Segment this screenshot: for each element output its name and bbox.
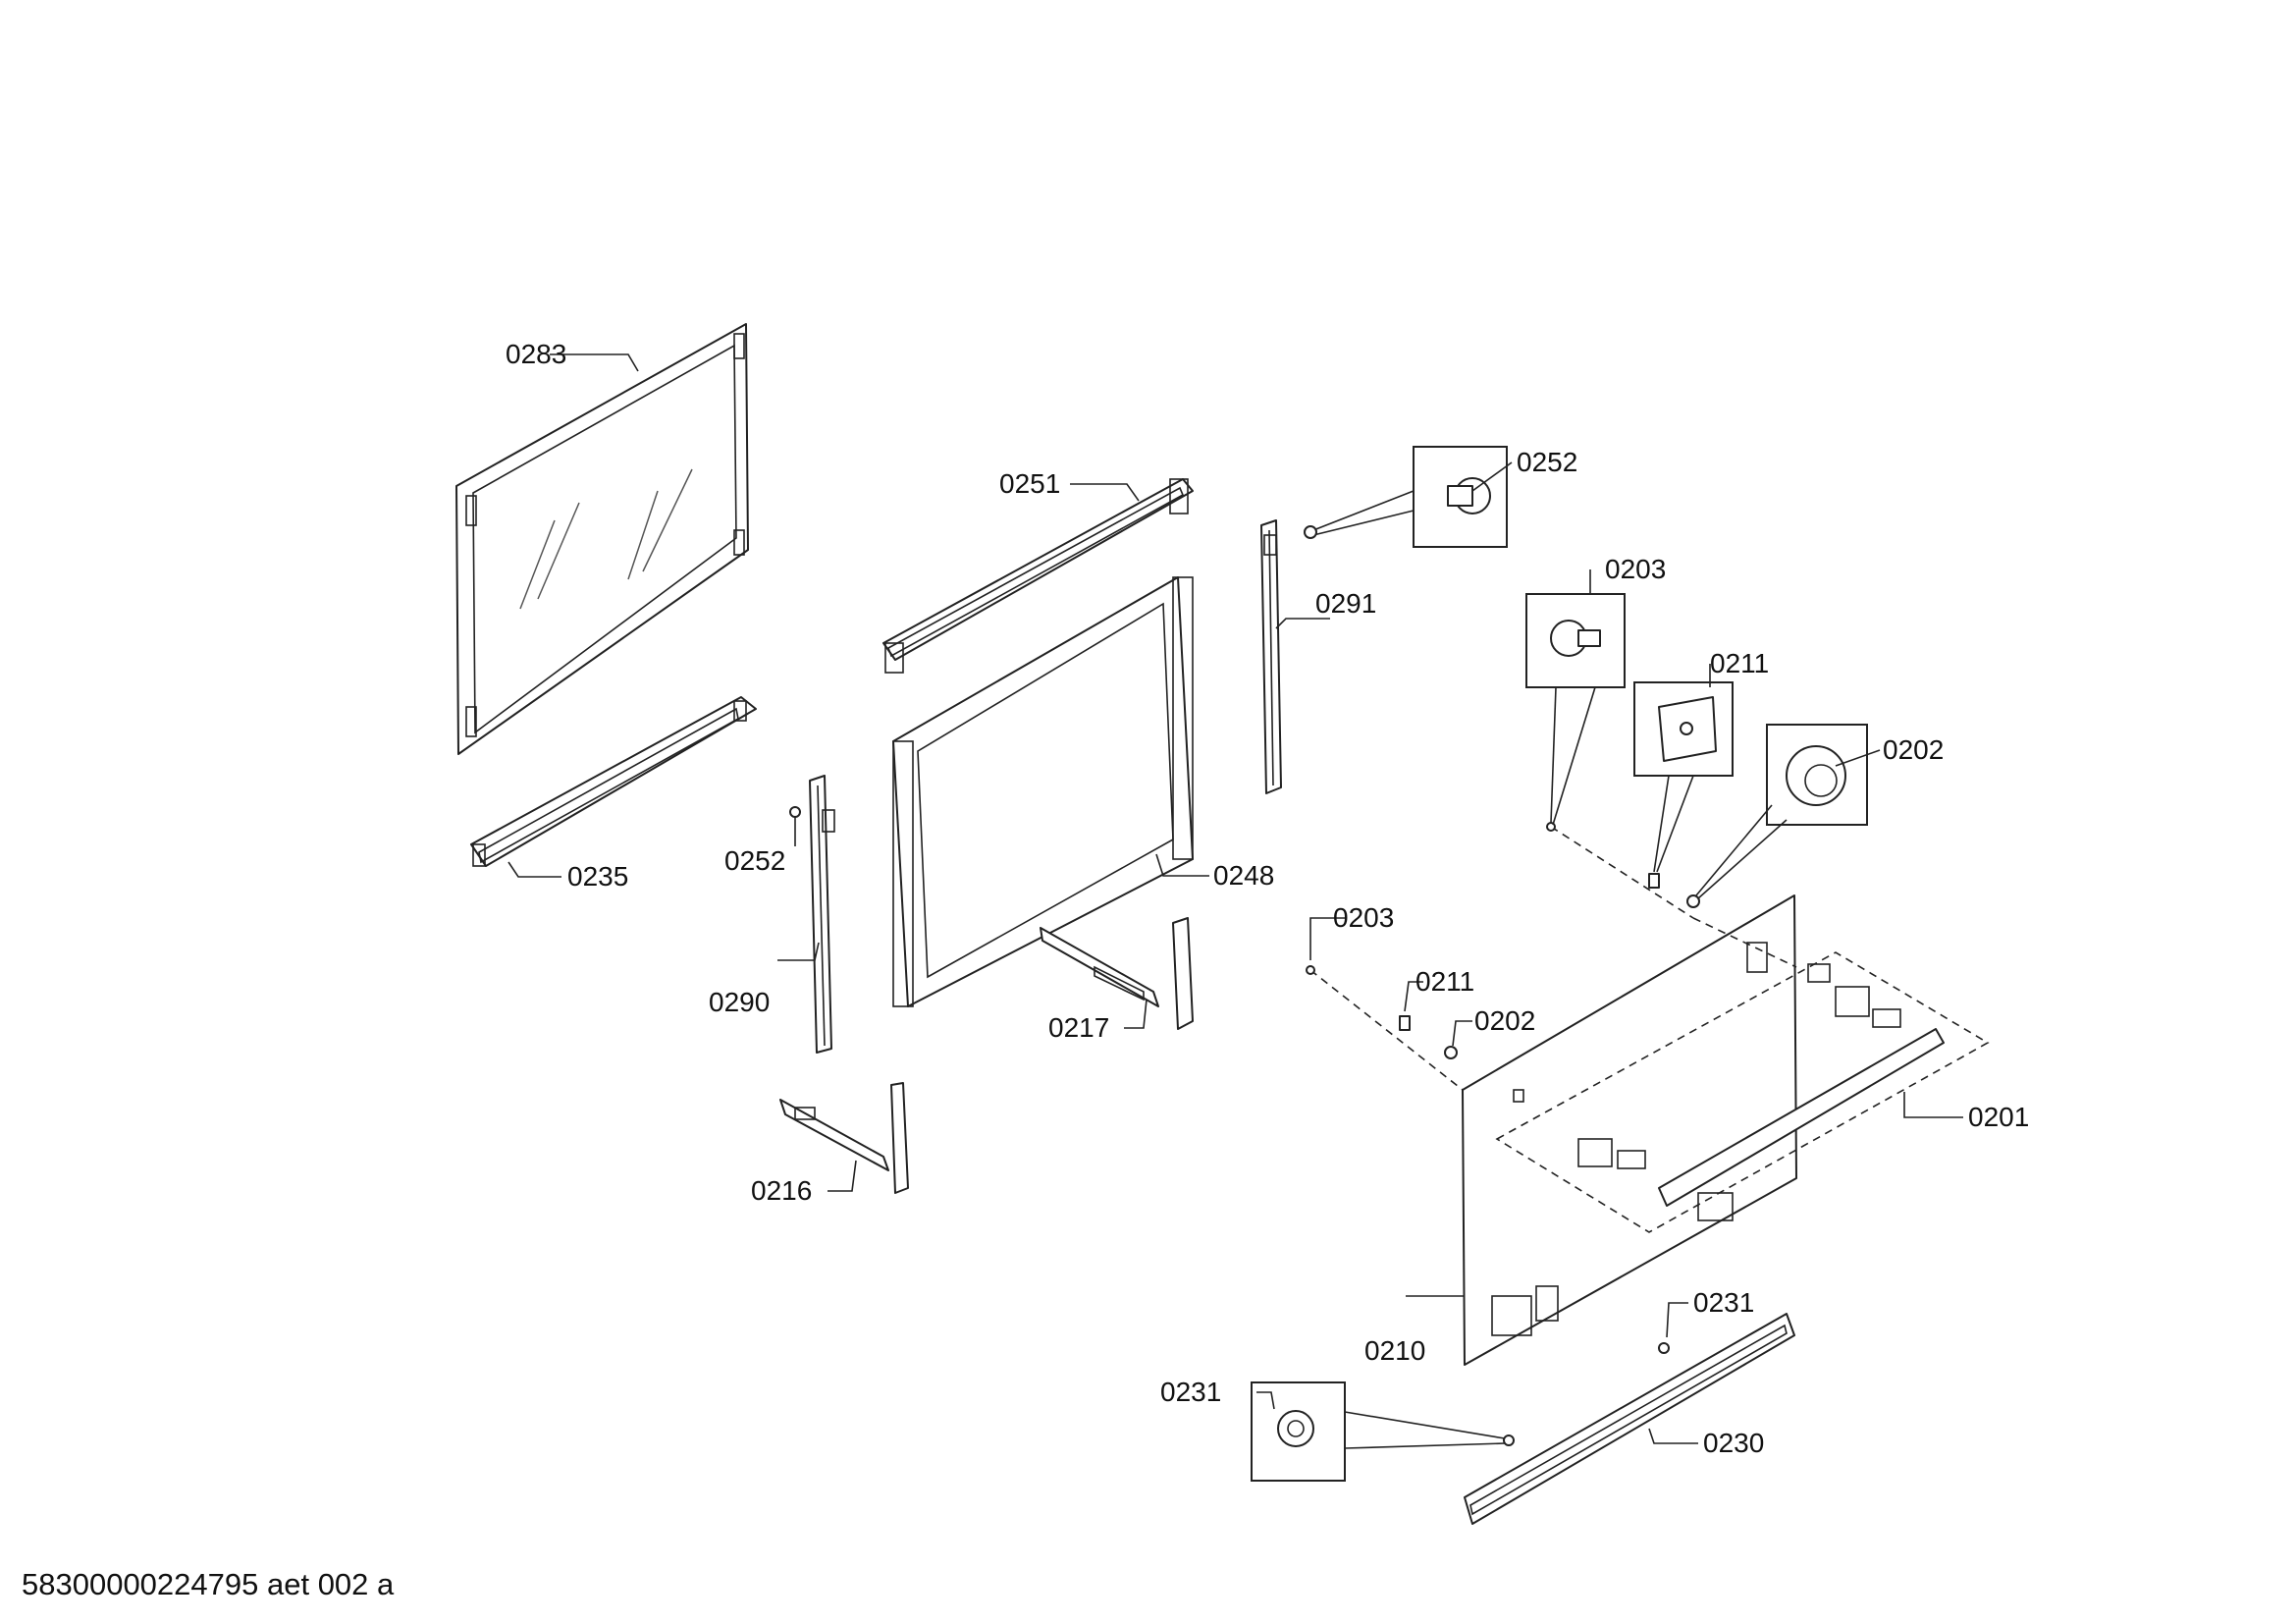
callout-0216: 0216 [751, 1175, 812, 1206]
callout-leaders [507, 353, 1963, 1444]
callout-0231-right: 0231 [1693, 1287, 1754, 1318]
callout-0210: 0210 [1364, 1335, 1425, 1366]
part-0248-inner-frame [892, 576, 1194, 1007]
callout-0283: 0283 [506, 339, 566, 369]
callout-labels: 0283 0251 0252 0203 0291 0211 0202 0235 … [506, 339, 2029, 1458]
callout-0291: 0291 [1315, 588, 1376, 619]
part-0252-screw-mid [789, 806, 801, 818]
callout-0231-left: 0231 [1160, 1377, 1221, 1407]
callout-0201: 0201 [1968, 1102, 2029, 1132]
part-0201-control-assembly [1495, 951, 1990, 1233]
callout-0203-top: 0203 [1605, 554, 1666, 584]
document-id-footer: 58300000224795 aet 002 a [22, 1567, 395, 1601]
part-0231-screw-right [1658, 1342, 1670, 1354]
callout-0211-top: 0211 [1710, 648, 1769, 678]
part-0217-hinge-bracket [1040, 917, 1194, 1030]
callout-0202-top: 0202 [1883, 734, 1944, 765]
part-0210-rear-panel [1462, 894, 1797, 1366]
callout-0203-mid: 0203 [1333, 902, 1394, 933]
callout-0217: 0217 [1048, 1012, 1109, 1043]
part-0283-glass-panel [455, 323, 749, 755]
inset-0252-screw-detail [1304, 446, 1508, 548]
part-0230-front-trim [1464, 1313, 1795, 1525]
callout-0252-top: 0252 [1517, 447, 1577, 477]
callout-0248: 0248 [1213, 860, 1274, 891]
part-0251-top-profile [882, 478, 1194, 674]
inset-0203-screw-detail [1525, 593, 1626, 826]
callout-0251: 0251 [999, 468, 1060, 499]
part-0290-side-profile [809, 775, 835, 1054]
inset-0231-screw-detail [1251, 1381, 1506, 1482]
callout-0252-mid: 0252 [724, 845, 785, 876]
part-0235-bottom-profile [470, 696, 757, 867]
callout-0211-mid: 0211 [1415, 966, 1474, 997]
callout-0202-mid: 0202 [1474, 1005, 1535, 1036]
inset-0211-clip-detail [1633, 681, 1734, 873]
hardware-sequence-lower [1306, 965, 1464, 1091]
part-0216-hinge-bracket [779, 1082, 909, 1194]
part-0231-screw-left [1503, 1435, 1515, 1446]
callout-0290: 0290 [709, 987, 770, 1017]
callout-0235: 0235 [567, 861, 628, 892]
callout-0230: 0230 [1703, 1428, 1764, 1458]
part-0291-side-profile [1260, 519, 1282, 794]
inset-0202-knob-detail [1695, 724, 1868, 899]
